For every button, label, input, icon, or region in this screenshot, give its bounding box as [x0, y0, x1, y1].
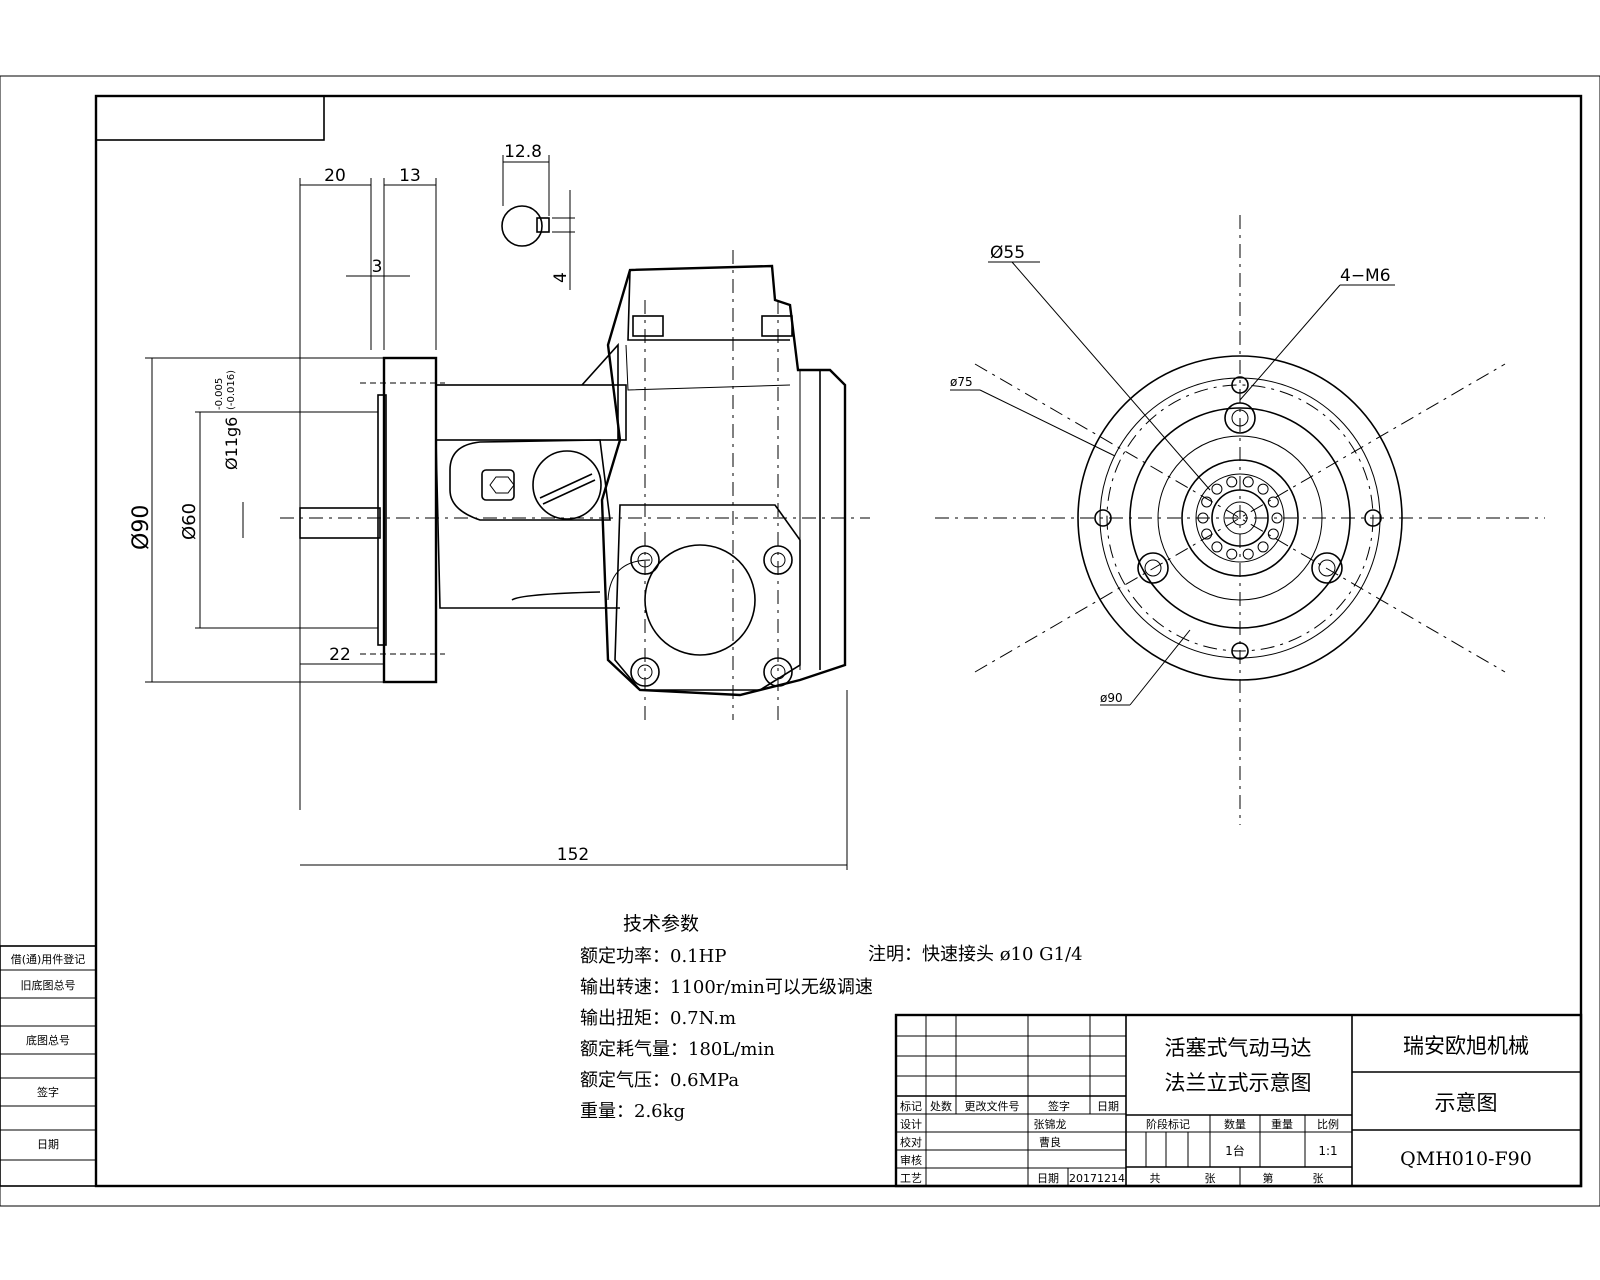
drawing-number: QMH010-F90: [1400, 1148, 1532, 1170]
flange-hole: [1231, 376, 1249, 394]
stage-header: 重量: [1271, 1117, 1293, 1131]
tech-param-line: 输出转速：1100r/min可以无级调速: [580, 977, 873, 998]
ring-hole: [1242, 548, 1254, 560]
dim-dia55: Ø55: [990, 243, 1025, 263]
product-name-line2: 法兰立式示意图: [1165, 1071, 1312, 1095]
tech-param-line: 额定气压：0.6MPa: [580, 1070, 739, 1091]
rev-header: 标记: [900, 1099, 922, 1113]
flange-hole: [1364, 509, 1382, 527]
dim-152: 152: [557, 845, 589, 865]
cover-bolt: [630, 657, 660, 687]
side-stamp-label: 底图总号: [26, 1033, 70, 1047]
role-label: 审核: [900, 1153, 922, 1167]
stage-header: 阶段标记: [1146, 1117, 1190, 1131]
key-width-dim: 12.8: [504, 142, 542, 162]
ring-hole: [1211, 541, 1223, 553]
sheet-label: 张: [1205, 1172, 1216, 1185]
side-stamp-label: 签字: [37, 1085, 59, 1099]
key-detail: 12.8 4: [501, 142, 575, 290]
scale-value: 1:1: [1318, 1144, 1337, 1158]
ring-hole: [1201, 496, 1213, 508]
dim-dia90: Ø90: [129, 505, 154, 550]
outer-frame: [0, 75, 1600, 1207]
front-dimensions: 20 13 3 22 152 Ø90 Ø60 Ø11g6 -0.005 (-0.…: [129, 166, 848, 870]
title-block: 标记 处数 更改文件号 签字 日期 设计 校对 审核 工艺 张锦龙 曹良 日期 …: [894, 1013, 1583, 1188]
tech-param-line: 额定耗气量：180L/min: [580, 1039, 775, 1060]
dim-22: 22: [329, 645, 351, 665]
tech-params: 技术参数 额定功率：0.1HP 输出转速：1100r/min可以无级调速 输出扭…: [580, 913, 873, 1122]
dim-shaft-tol-upper: -0.005: [214, 378, 225, 410]
role-label: 校对: [900, 1135, 922, 1149]
ring-hole: [1257, 541, 1269, 553]
rev-header: 更改文件号: [965, 1099, 1020, 1113]
drawing-title: 示意图: [1435, 1091, 1498, 1115]
dim-20: 20: [324, 166, 346, 186]
ring-hole: [1271, 512, 1283, 524]
side-view: Ø55 4−M6 ø75 ø90: [935, 215, 1545, 825]
flange-hole: [1094, 509, 1112, 527]
m6-screw: [1311, 552, 1343, 584]
top-left-label-box: [95, 95, 325, 141]
m6-screw: [1137, 552, 1169, 584]
ring-hole: [1211, 483, 1223, 495]
role-name: 曹良: [1039, 1135, 1061, 1149]
side-stamp-label: 借(通)用件登记: [11, 952, 86, 966]
tech-param-line: 重量：2.6kg: [580, 1101, 685, 1122]
dim-dia60: Ø60: [179, 503, 200, 540]
dim-shaft-fit: Ø11g6: [222, 417, 241, 470]
tech-param-line: 额定功率：0.1HP: [580, 946, 726, 967]
cover-bolt: [630, 545, 660, 575]
dim-dia90-side: ø90: [1100, 691, 1123, 705]
rev-header: 签字: [1048, 1099, 1070, 1113]
cover-bolt: [763, 545, 793, 575]
rev-header: 处数: [930, 1100, 952, 1113]
role-label: 设计: [900, 1118, 922, 1131]
dim-13: 13: [399, 166, 421, 186]
quantity-value: 1台: [1225, 1143, 1245, 1158]
stage-header: 数量: [1224, 1118, 1246, 1131]
dim-3: 3: [372, 257, 383, 277]
ring-hole: [1267, 496, 1279, 508]
ring-hole: [1257, 483, 1269, 495]
drawing-border: [94, 94, 1583, 1188]
m6-screw: [1224, 402, 1256, 434]
side-stamp-table: 借(通)用件登记 旧底图总号 底图总号 签字 日期: [0, 945, 97, 1187]
sheet-label: 第: [1263, 1171, 1274, 1185]
key-depth-dim: 4: [551, 272, 571, 283]
ring-hole: [1226, 476, 1238, 488]
ring-hole: [1201, 528, 1213, 540]
ring-hole: [1197, 512, 1209, 524]
stage-header: 比例: [1317, 1117, 1339, 1131]
ring-hole: [1267, 528, 1279, 540]
ring-hole: [1242, 476, 1254, 488]
role-name: 张锦龙: [1034, 1117, 1067, 1131]
rev-header: 日期: [1097, 1100, 1119, 1113]
side-stamp-label: 旧底图总号: [21, 978, 76, 992]
dim-shaft-tol-lower: (-0.016): [226, 370, 237, 410]
sheet-label: 共: [1150, 1172, 1161, 1185]
company-name: 瑞安欧旭机械: [1403, 1034, 1529, 1058]
dim-dia75: ø75: [950, 375, 973, 389]
side-stamp-label: 日期: [37, 1138, 59, 1151]
role-label: 工艺: [900, 1172, 922, 1185]
product-name-line1: 活塞式气动马达: [1165, 1036, 1312, 1060]
date-label: 日期: [1037, 1172, 1059, 1185]
tech-param-line: 输出扭矩：0.7N.m: [580, 1008, 736, 1029]
front-view: [280, 250, 870, 720]
ring-hole: [1226, 548, 1238, 560]
flange-hole: [1231, 642, 1249, 660]
sheet-label: 张: [1313, 1172, 1324, 1185]
tech-params-title: 技术参数: [623, 913, 699, 935]
dim-4-m6: 4−M6: [1340, 266, 1391, 286]
note: 注明：快速接头 ø10 G1/4: [868, 944, 1083, 965]
cover-bolt: [763, 657, 793, 687]
date-value: 20171214: [1069, 1172, 1125, 1185]
